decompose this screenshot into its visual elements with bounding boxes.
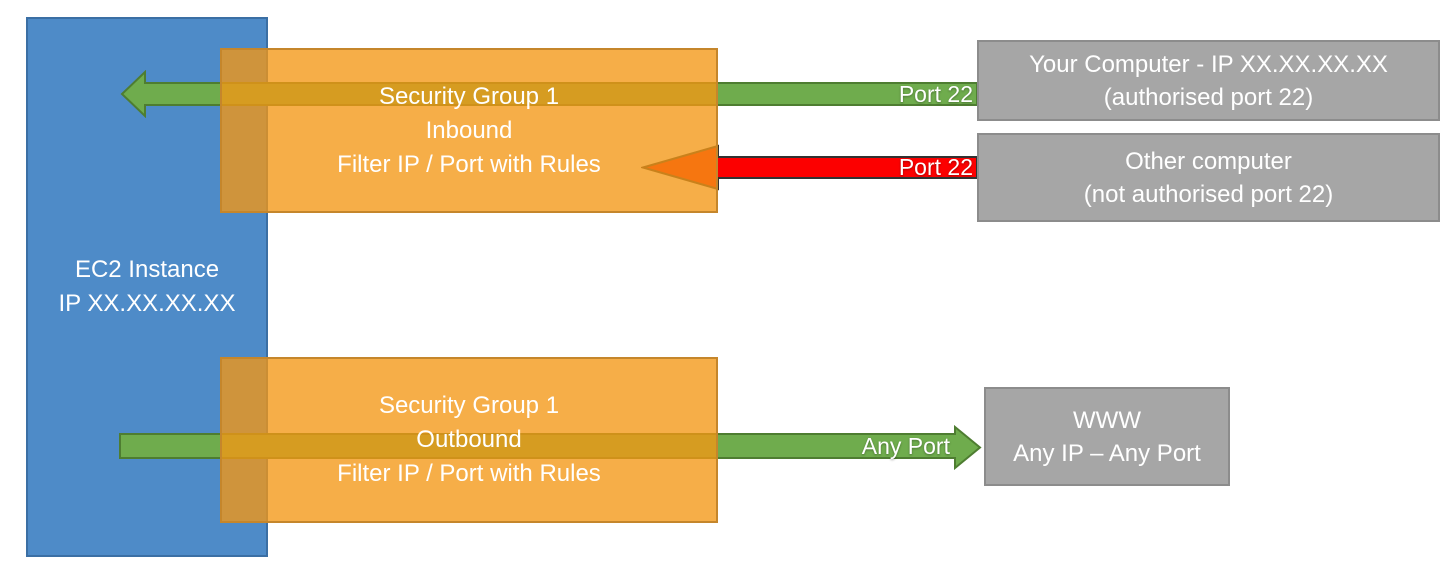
www-box: WWW Any IP – Any Port — [984, 387, 1230, 486]
sg-inbound-title: Security Group 1 — [378, 82, 560, 110]
inbound-allowed-port-label: Port 22 — [898, 81, 973, 107]
your-computer-title: Your Computer - IP XX.XX.XX.XX — [1029, 50, 1388, 78]
ec2-instance-name: EC2 Instance — [74, 256, 220, 283]
sg-inbound-direction: Inbound — [425, 116, 513, 144]
your-computer-note: (authorised port 22) — [1103, 83, 1314, 111]
sg-inbound-description: Filter IP / Port with Rules — [337, 150, 601, 178]
other-computer-note: (not authorised port 22) — [1083, 180, 1334, 208]
ec2-instance-ip: IP XX.XX.XX.XX — [58, 290, 236, 317]
outbound-port-label: Any Port — [861, 433, 950, 459]
other-computer-box: Other computer (not authorised port 22) — [977, 133, 1440, 222]
www-title: WWW — [1073, 406, 1141, 434]
your-computer-box: Your Computer - IP XX.XX.XX.XX (authoris… — [977, 40, 1440, 121]
www-note: Any IP – Any Port — [1013, 439, 1201, 467]
security-group-inbound-box: Security Group 1 Inbound Filter IP / Por… — [220, 48, 718, 213]
security-group-outbound-box: Security Group 1 Outbound Filter IP / Po… — [220, 357, 718, 523]
sg-outbound-direction: Outbound — [416, 426, 522, 453]
sg-outbound-description: Filter IP / Port with Rules — [337, 460, 601, 487]
other-computer-title: Other computer — [1125, 147, 1292, 175]
inbound-blocked-port-label: Port 22 — [898, 154, 973, 180]
sg-outbound-title: Security Group 1 — [378, 392, 560, 419]
